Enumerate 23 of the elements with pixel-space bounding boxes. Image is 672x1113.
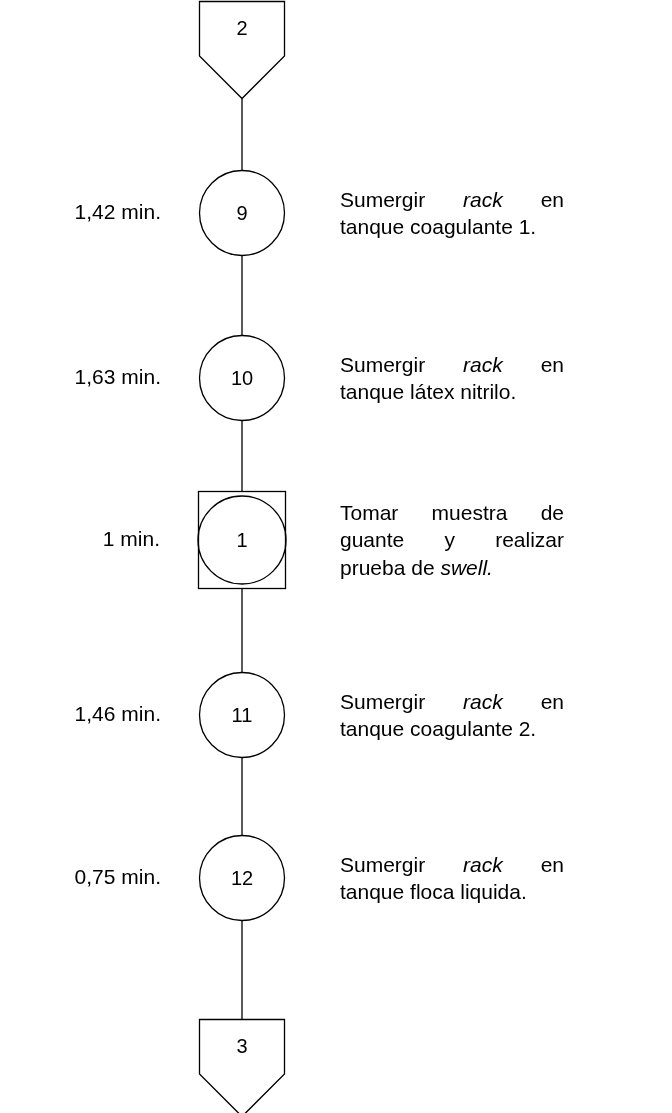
duration-label: 1,63 min. (74, 365, 161, 389)
duration-label: 1 min. (102, 527, 160, 551)
activity-description: Tomar muestra de guante y realizar prueba de swell. (340, 500, 564, 581)
flow-line (241, 420, 243, 492)
duration-label: 0,75 min. (74, 865, 161, 889)
activity-description: Sumergir rack en tanque coagulante 1. (340, 186, 564, 240)
step-number: 1 (236, 528, 248, 552)
step-number: 11 (231, 703, 253, 727)
flow-line (241, 757, 243, 836)
activity-description: Sumergir rack en tanque látex nitrilo. (340, 351, 564, 405)
flow-line (241, 920, 243, 1020)
step-number: 10 (230, 366, 254, 390)
activity-description: Sumergir rack en tanque coagulante 2. (340, 688, 564, 742)
step-number: 12 (230, 866, 254, 890)
flow-line (241, 255, 243, 336)
step-number: 3 (236, 1035, 248, 1058)
flow-line (241, 97, 243, 171)
flow-line (241, 588, 243, 673)
step-number: 2 (236, 17, 248, 40)
step-number: 9 (236, 201, 248, 225)
duration-label: 1,42 min. (74, 200, 161, 224)
duration-label: 1,46 min. (74, 702, 161, 726)
activity-description: Sumergir rack en tanque floca liquida. (340, 851, 564, 905)
